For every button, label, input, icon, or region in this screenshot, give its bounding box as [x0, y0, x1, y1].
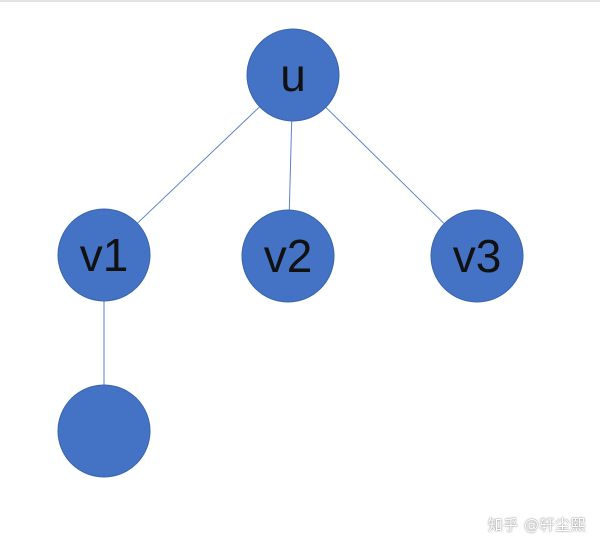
node-circle-u: [246, 28, 340, 122]
node-circle-v2: [241, 209, 335, 303]
node-label-v1: v1: [80, 229, 129, 281]
node-label-v2: v2: [264, 230, 313, 282]
node-v2: v2: [241, 209, 335, 303]
node-u: u: [246, 28, 340, 122]
node-c1: [57, 384, 151, 478]
node-circle-c1: [57, 384, 151, 478]
node-circle-v1: [57, 208, 151, 302]
top-border: [0, 0, 600, 2]
edge-layer: [103, 106, 445, 385]
node-v1: v1: [57, 208, 151, 302]
node-v3: v3: [430, 209, 524, 303]
node-label-v3: v3: [453, 230, 502, 282]
watermark: 知乎 @轩尘熙: [487, 516, 586, 534]
edge-u-v3: [325, 106, 445, 225]
edge-u-v2: [288, 120, 293, 211]
node-layer: u v1 v2 v3: [57, 28, 524, 478]
node-circle-v3: [430, 209, 524, 303]
node-label-u: u: [280, 49, 306, 101]
edge-u-v1: [136, 106, 261, 224]
